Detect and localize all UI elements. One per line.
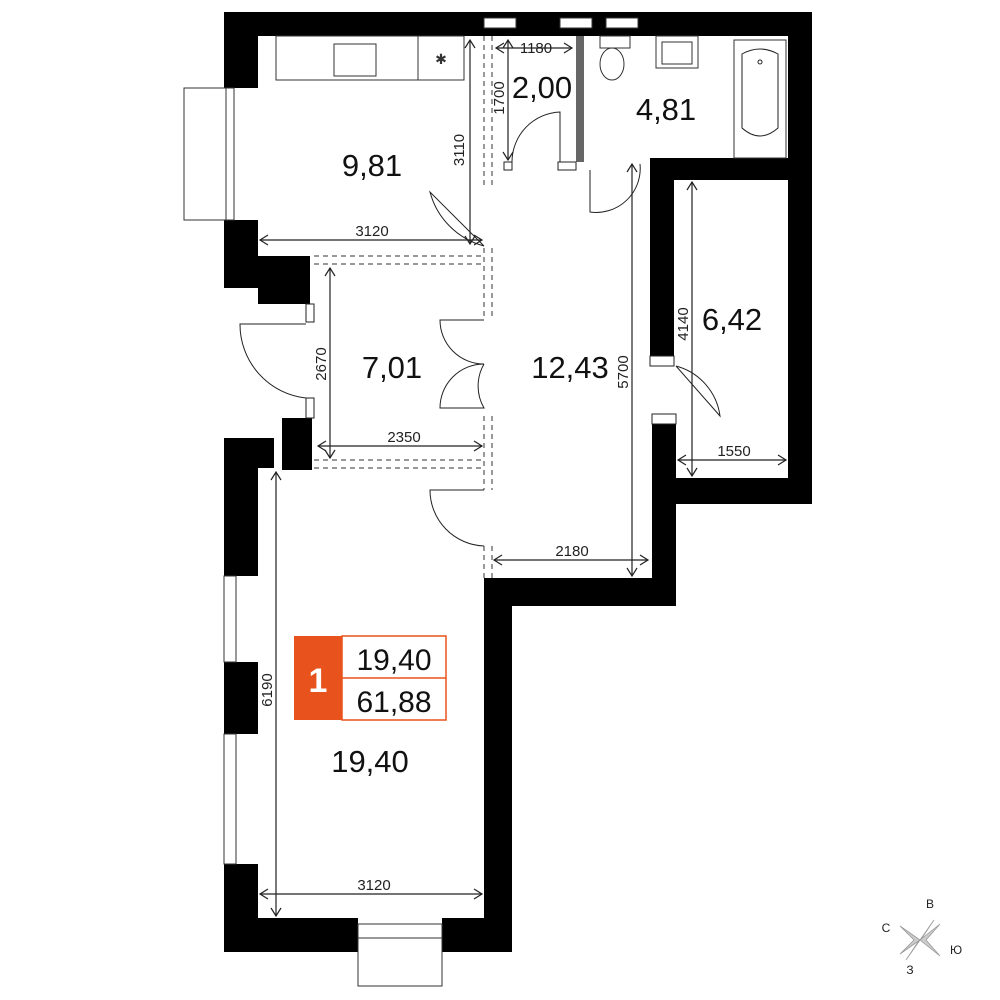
fixtures: ✱: [275, 35, 787, 159]
room-wc-area: 2,00: [512, 70, 572, 105]
room-hall-area: 12,43: [531, 350, 609, 385]
room-labels: 9,81 2,00 4,81 6,42 7,01 12,43 19,40: [331, 70, 762, 779]
dim-kitchen-depth: 3110: [451, 134, 468, 166]
room-bath-area: 4,81: [636, 92, 696, 127]
door-small-room: [439, 319, 485, 409]
partitions: [305, 36, 677, 578]
dimension-lines: [258, 38, 788, 918]
kitchen-sink: [333, 43, 377, 77]
dim-storage-length: 4140: [675, 307, 692, 340]
dim-wc-depth: 1700: [491, 81, 508, 114]
area-badge: 1 19,40 61,88: [294, 635, 447, 721]
badge-total-area: 61,88: [356, 686, 431, 719]
badge-rooms-count-box: [294, 636, 342, 720]
room-living-area: 19,40: [331, 744, 409, 779]
door-storage: [675, 365, 721, 418]
room-storage-area: 6,42: [702, 302, 762, 337]
door-bath: [589, 163, 641, 213]
compass-east: В: [926, 897, 934, 911]
dim-small-room-depth: 2670: [313, 347, 330, 380]
dim-storage-width: 1550: [717, 443, 750, 460]
dim-living-length: 6190: [259, 673, 276, 706]
dimension-labels: 3120 3110 1180 1700 5700 4140 1550 2670 …: [259, 40, 751, 894]
doors: [239, 111, 721, 547]
door-kitchen: [429, 190, 485, 247]
dim-kitchen-width: 3120: [355, 223, 388, 240]
compass-west: З: [906, 963, 913, 977]
door-living: [429, 489, 485, 547]
room-small-area: 7,01: [362, 350, 422, 385]
dim-wc-width: 1180: [520, 40, 552, 57]
walls: [224, 12, 812, 952]
dim-small-room-width: 2350: [387, 429, 420, 446]
door-entrance: [239, 323, 307, 399]
badge-rooms-count: 1: [309, 662, 328, 700]
svg-text:✱: ✱: [435, 52, 447, 68]
dim-living-width: 3120: [357, 877, 390, 894]
toilet: [599, 35, 631, 49]
windows: [183, 17, 639, 987]
compass: С В Ю З: [882, 897, 962, 977]
dim-hall-length: 5700: [615, 355, 632, 388]
door-wc: [511, 111, 561, 163]
dim-hall-width: 2180: [555, 543, 588, 560]
badge-living-area: 19,40: [356, 644, 431, 677]
room-kitchen-area: 9,81: [342, 148, 402, 183]
compass-north: С: [882, 921, 891, 935]
compass-south: Ю: [950, 943, 962, 957]
